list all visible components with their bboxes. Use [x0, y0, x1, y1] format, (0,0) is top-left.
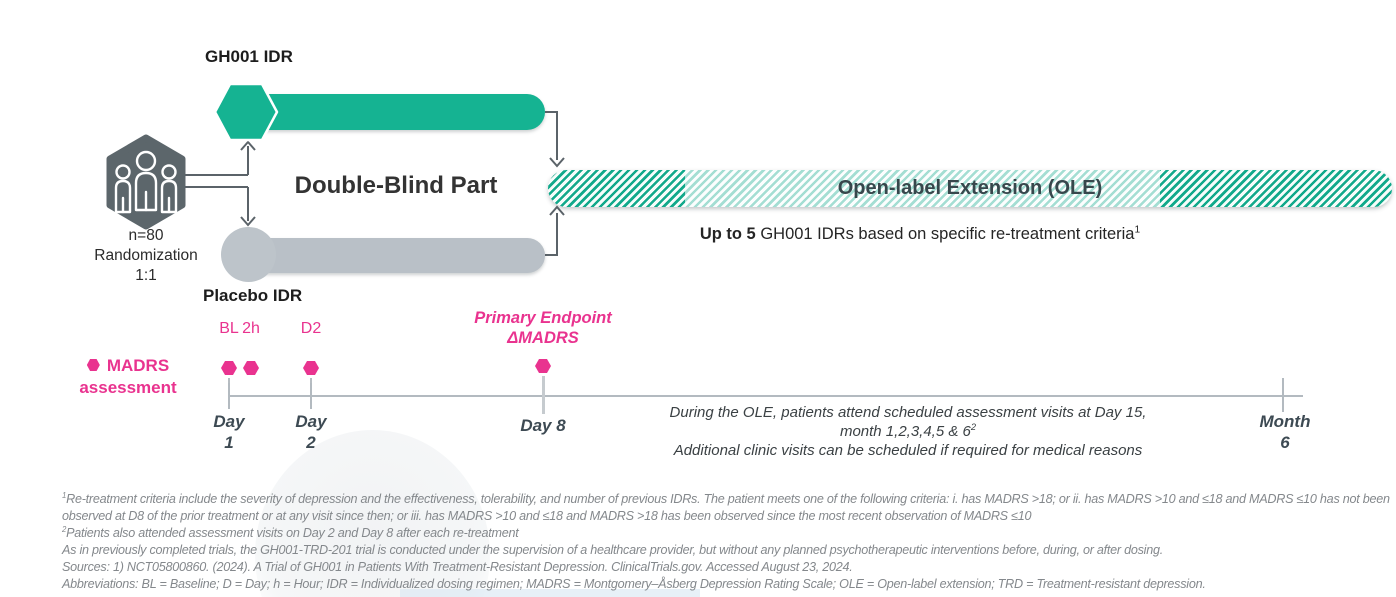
- placebo-arm-label: Placebo IDR: [203, 286, 303, 305]
- double-blind-part-label: Double-Blind Part: [294, 172, 498, 199]
- madrs-legend-line1: MADRS: [106, 356, 170, 375]
- madrs-dot-2h: [243, 361, 259, 375]
- marker-label-bl: BL: [219, 320, 239, 337]
- marker-label-2h: 2h: [242, 320, 260, 337]
- tick-day1: [228, 383, 230, 409]
- placebo-treatment-bar: [248, 238, 545, 273]
- tick-day2: [310, 383, 312, 409]
- footnote-supervision: As in previously completed trials, the G…: [62, 543, 1163, 557]
- ole-note-line2: month 1,2,3,4,5 & 62: [839, 422, 977, 440]
- footnotes: 1Re-treatment criteria include the sever…: [62, 491, 1395, 593]
- footnote-sources: Sources: 1) NCT05800860. (2024). A Trial…: [62, 560, 853, 574]
- randomization-ratio: 1:1: [135, 267, 157, 284]
- footnote-1: 1Re-treatment criteria include the sever…: [62, 490, 1390, 523]
- tick-label-day8: Day 8: [520, 416, 566, 435]
- madrs-dot-bl: [221, 361, 237, 375]
- ole-bar-label: Open-label Extension (OLE): [837, 177, 1103, 199]
- tick-label-day2: Day 2: [295, 412, 327, 452]
- ole-note-footnote-ref: 2: [970, 422, 977, 432]
- ole-subtitle-bold: Up to 5: [699, 225, 756, 243]
- timeline-axis: [229, 395, 1303, 397]
- background-strip: [400, 589, 700, 597]
- randomization-n: n=80: [128, 227, 164, 244]
- ole-subtitle-footnote-ref: 1: [1134, 224, 1141, 236]
- open-label-extension-bar: Open-label Extension (OLE): [548, 170, 1392, 207]
- tick-month6: [1282, 378, 1284, 412]
- stem-day8: [542, 376, 545, 395]
- patients-icon: [106, 134, 186, 230]
- randomization-word: Randomization: [94, 247, 198, 264]
- madrs-hexagon-icon: [86, 359, 100, 371]
- placebo-circle: [221, 227, 276, 282]
- tick-label-month6: Month 6: [1259, 412, 1311, 452]
- primary-endpoint-line1: Primary Endpoint: [474, 309, 612, 327]
- ole-schedule-note: During the OLE, patients attend schedule…: [608, 403, 1208, 460]
- ole-subtitle: Up to 5 GH001 IDRs based on specific re-…: [505, 225, 1335, 244]
- footnote-2: 2Patients also attended assessment visit…: [62, 524, 519, 540]
- gh001-arm-label: GH001 IDR: [205, 47, 293, 66]
- madrs-legend: MADRS assessment: [48, 355, 208, 399]
- primary-endpoint-label: Primary Endpoint ΔMADRS: [443, 308, 643, 348]
- primary-endpoint-line2: ΔMADRS: [507, 329, 579, 347]
- footnote-abbreviations: Abbreviations: BL = Baseline; D = Day; h…: [62, 577, 1206, 591]
- marker-label-d2: D2: [300, 320, 322, 337]
- ole-bar-highlight: [685, 170, 1160, 207]
- tick-label-day1: Day 1: [213, 412, 245, 452]
- madrs-legend-line2: assessment: [79, 378, 177, 397]
- madrs-dot-day8: [535, 359, 551, 373]
- gh001-hexagon: [213, 82, 279, 142]
- tick-day8: [542, 395, 545, 414]
- ole-subtitle-rest: GH001 IDRs based on specific re-treatmen…: [755, 225, 1135, 243]
- madrs-dot-d2: [303, 361, 319, 375]
- ole-note-line3: Additional clinic visits can be schedule…: [673, 442, 1143, 459]
- randomization-note: n=80 Randomization 1:1: [66, 226, 226, 286]
- ole-note-line1: During the OLE, patients attend schedule…: [669, 404, 1147, 421]
- gh001-treatment-bar: [240, 94, 545, 130]
